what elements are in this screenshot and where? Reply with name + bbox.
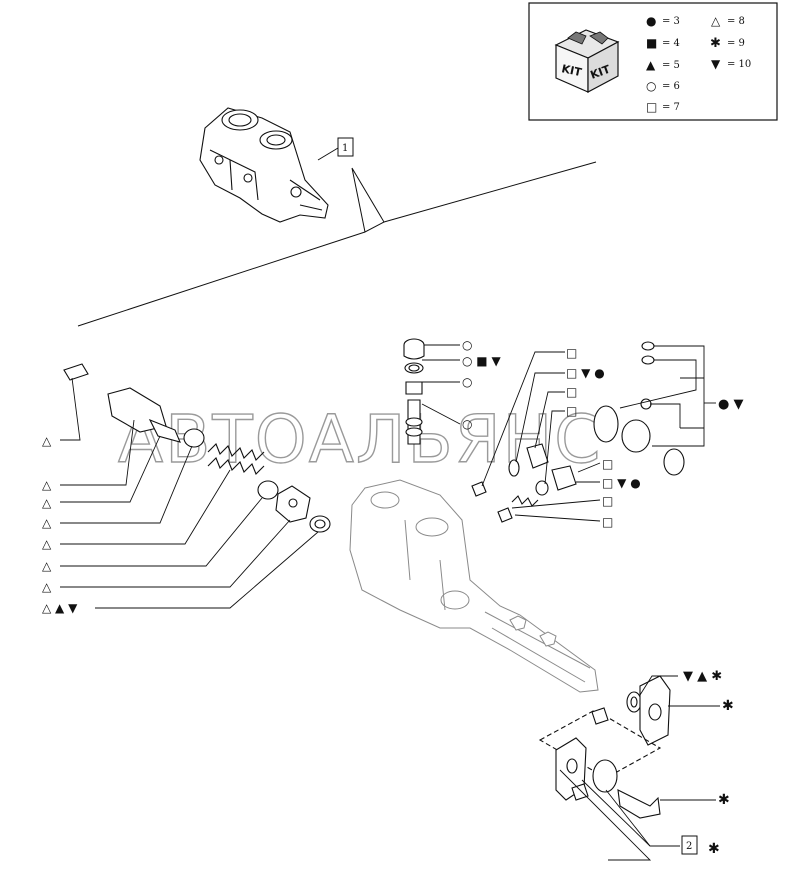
open-square-icon: □ xyxy=(646,100,657,114)
screw-part xyxy=(63,363,89,381)
callout-box xyxy=(681,835,698,855)
legend-entry-4: ■ = 4 xyxy=(646,36,680,50)
legend-value: = 6 xyxy=(662,81,680,92)
callout-number: 1 xyxy=(342,143,348,154)
legend-entry-5: ▲ = 5 xyxy=(646,58,680,72)
legend-entry-8: △ = 8 xyxy=(711,14,745,28)
label-square-down-circle: □ ▼ ● xyxy=(566,366,605,380)
filled-triangle-icon: ▲ xyxy=(646,58,656,72)
label-star: ✱ xyxy=(708,841,720,857)
label-open-circle: ○ xyxy=(462,417,472,431)
open-triangle-icon: △ xyxy=(711,14,721,28)
label-open-triangle: △ xyxy=(42,496,52,510)
kit-box-icon: KIT KIT xyxy=(554,29,620,93)
label-star: ✱ xyxy=(718,792,730,808)
label-open-square: □ xyxy=(602,494,613,508)
label-open-circle: ○ xyxy=(462,338,472,352)
left-parts xyxy=(63,363,331,533)
valve-body-section xyxy=(349,479,599,693)
label-open-triangle: △ xyxy=(42,516,52,530)
legend-value: = 3 xyxy=(662,16,680,27)
legend-entry-10: ▼ = 10 xyxy=(711,57,751,71)
label-square-down-circle: □ ▼ ● xyxy=(602,476,641,490)
bottom-right-parts xyxy=(538,675,671,819)
center-stack-parts xyxy=(403,338,425,445)
legend-entry-6: ○ = 6 xyxy=(646,79,680,93)
label-open-triangle: △ xyxy=(42,580,52,594)
legend-value: = 4 xyxy=(662,38,680,49)
label-open-triangle: △ xyxy=(42,434,52,448)
label-triangles: △ ▲ ▼ xyxy=(42,601,78,615)
legend-entry-3: ● = 3 xyxy=(646,14,680,28)
kit-text-left: KIT xyxy=(560,62,583,79)
label-open-circle: ○ xyxy=(462,375,472,389)
callout-1: 1 xyxy=(317,137,354,161)
legend-entry-9: ✱ = 9 xyxy=(710,36,745,51)
filled-circle-icon: ● xyxy=(646,14,656,28)
label-circle-square-down: ○ ■ ▼ xyxy=(462,354,501,368)
label-circle-down: ● ▼ xyxy=(718,397,743,412)
star-icon: ✱ xyxy=(710,36,721,51)
label-open-triangle: △ xyxy=(42,478,52,492)
label-open-square: □ xyxy=(566,404,577,418)
leader-lines-top xyxy=(77,161,597,327)
spring-part xyxy=(207,443,265,475)
legend-value: = 5 xyxy=(662,60,680,71)
label-open-square: □ xyxy=(566,385,577,399)
filled-down-triangle-icon: ▼ xyxy=(711,57,721,71)
legend-value: = 7 xyxy=(662,102,680,113)
callout-2: 2 xyxy=(681,835,698,855)
right-parts xyxy=(471,341,685,523)
open-circle-icon: ○ xyxy=(646,79,656,93)
legend-value: = 10 xyxy=(727,59,751,70)
valve-assembly-drawing xyxy=(199,107,329,223)
label-open-square: □ xyxy=(602,457,613,471)
callout-box xyxy=(337,137,354,157)
label-open-square: □ xyxy=(566,346,577,360)
legend-value: = 9 xyxy=(727,38,745,49)
label-open-triangle: △ xyxy=(42,537,52,551)
pin-part xyxy=(148,418,181,443)
legend-entry-7: □ = 7 xyxy=(646,100,680,114)
label-star: ✱ xyxy=(722,698,734,714)
label-open-square: □ xyxy=(602,515,613,529)
callout-number: 2 xyxy=(686,841,692,852)
spring-seat-part xyxy=(183,428,205,448)
kit-legend: KIT KIT ● = 3 ■ = 4 ▲ = 5 ○ = 6 □ = 7 △ … xyxy=(528,2,778,121)
leader-lines xyxy=(60,344,720,861)
legend-value: = 8 xyxy=(727,16,745,27)
filled-square-icon: ■ xyxy=(646,36,657,50)
bushing-part xyxy=(257,480,279,500)
label-down-up-star: ▼ ▲ ✱ xyxy=(683,669,722,684)
label-open-triangle: △ xyxy=(42,559,52,573)
